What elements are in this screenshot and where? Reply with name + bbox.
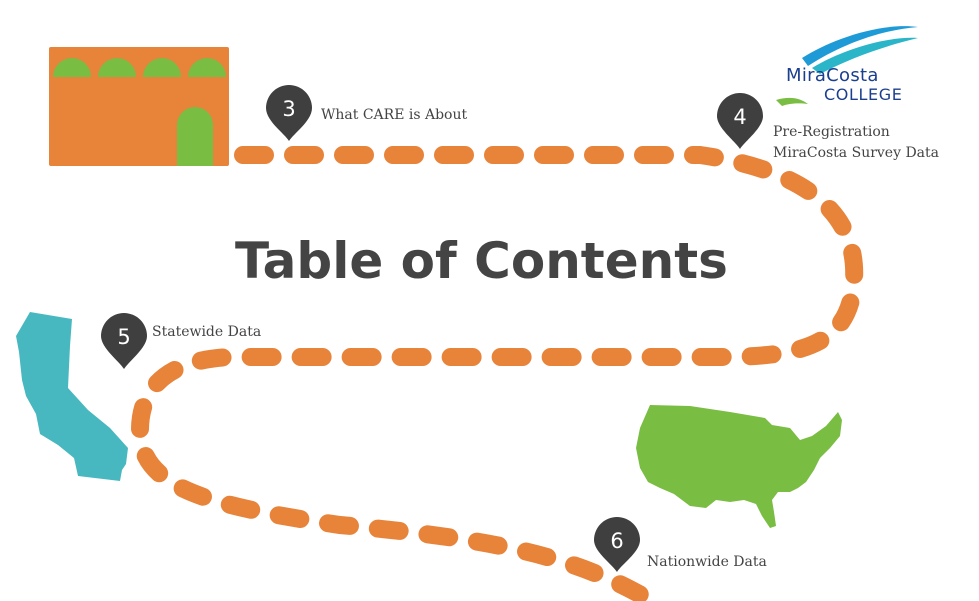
toc-item-5[interactable]: 5 Statewide Data xyxy=(101,313,261,369)
toc-item-5-number: 5 xyxy=(117,325,130,349)
map-pin-icon xyxy=(101,313,147,369)
toc-item-6-number: 6 xyxy=(610,529,623,553)
toc-item-4[interactable]: 4 Pre-Registration MiraCosta Survey Data xyxy=(717,93,939,161)
toc-item-4-number: 4 xyxy=(733,105,746,129)
logo-line-1: MiraCosta xyxy=(786,65,879,86)
map-pin-icon xyxy=(594,517,640,572)
logo-line-2: COLLEGE xyxy=(824,85,902,104)
dashed-road-path xyxy=(130,146,864,601)
miracosta-logo: MiraCosta COLLEGE xyxy=(776,26,918,106)
toc-item-3[interactable]: 3 What CARE is About xyxy=(266,85,467,141)
toc-item-3-number: 3 xyxy=(282,97,295,121)
map-pin-icon xyxy=(266,85,312,141)
map-pin-icon xyxy=(717,93,763,149)
usa-map-icon xyxy=(636,405,842,528)
toc-item-6-label: Nationwide Data xyxy=(647,554,767,570)
building-icon xyxy=(49,47,229,166)
page-title: Table of Contents xyxy=(235,232,728,290)
california-map-icon xyxy=(16,312,128,481)
toc-item-5-label: Statewide Data xyxy=(152,324,261,340)
toc-item-6[interactable]: 6 Nationwide Data xyxy=(594,517,767,572)
toc-item-4-label-line-2: MiraCosta Survey Data xyxy=(773,145,939,161)
toc-item-3-label: What CARE is About xyxy=(321,107,467,123)
toc-item-4-label-line-1: Pre-Registration xyxy=(773,124,890,140)
